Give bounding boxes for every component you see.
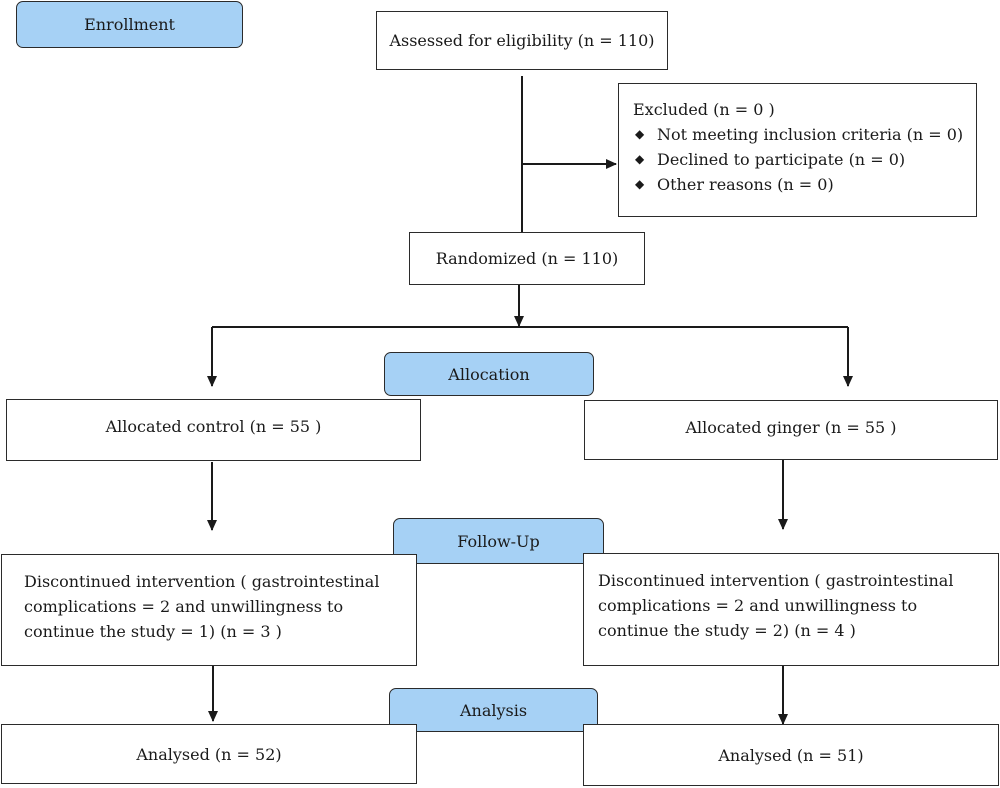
excluded-reason: ◆Not meeting inclusion criteria (n = 0) xyxy=(633,122,976,147)
ginger-discontinued-line: complications = 2 and unwillingness to xyxy=(598,596,918,615)
analysed-control-box: Analysed (n = 52) xyxy=(1,724,417,784)
randomized-box: Randomized (n = 110) xyxy=(409,232,645,285)
allocated-ginger-box: Allocated ginger (n = 55 ) xyxy=(584,400,998,460)
ginger-discontinued-box: Discontinued intervention ( gastrointest… xyxy=(583,553,999,666)
excluded-reasons: ◆Not meeting inclusion criteria (n = 0) … xyxy=(633,122,976,197)
bullet-icon: ◆ xyxy=(635,152,645,166)
ginger-discontinued-line: Discontinued intervention ( gastrointest… xyxy=(598,571,954,590)
bullet-icon: ◆ xyxy=(635,127,645,141)
allocated-control-box: Allocated control (n = 55 ) xyxy=(6,399,421,461)
analysed-ginger-box: Analysed (n = 51) xyxy=(583,724,999,786)
excluded-reason: ◆Other reasons (n = 0) xyxy=(633,172,976,197)
stage-label-enrollment: Enrollment xyxy=(16,1,243,48)
ginger-discontinued-line: continue the study = 2) (n = 4 ) xyxy=(598,621,856,640)
control-discontinued-line: continue the study = 1) (n = 3 ) xyxy=(24,622,282,641)
stage-label-allocation: Allocation xyxy=(384,352,594,396)
stage-label-analysis: Analysis xyxy=(389,688,598,732)
control-discontinued-box: Discontinued intervention ( gastrointest… xyxy=(1,554,417,666)
bullet-icon: ◆ xyxy=(635,177,645,191)
excluded-title: Excluded (n = 0 ) xyxy=(633,100,775,119)
assessed-box: Assessed for eligibility (n = 110) xyxy=(376,11,668,70)
excluded-box: Excluded (n = 0 ) ◆Not meeting inclusion… xyxy=(618,83,977,217)
excluded-reason: ◆Declined to participate (n = 0) xyxy=(633,147,976,172)
control-discontinued-line: Discontinued intervention ( gastrointest… xyxy=(24,572,380,591)
control-discontinued-line: complications = 2 and unwillingness to xyxy=(24,597,344,616)
stage-label-follow-up: Follow-Up xyxy=(393,518,604,564)
